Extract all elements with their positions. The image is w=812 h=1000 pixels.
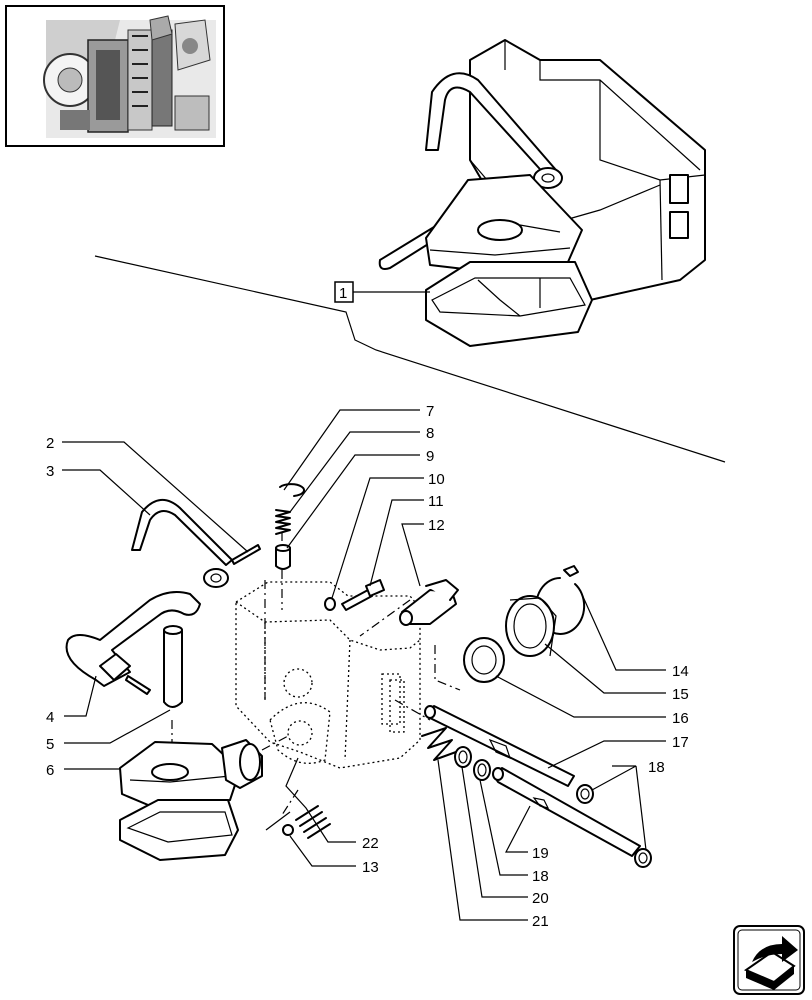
callout-16: 16 xyxy=(672,710,689,727)
callout-6: 6 xyxy=(46,762,54,779)
callout-5: 5 xyxy=(46,736,54,753)
callout-13: 13 xyxy=(362,859,379,876)
callout-2: 2 xyxy=(46,435,54,452)
callout-22: 22 xyxy=(362,835,379,852)
callout-14: 14 xyxy=(672,663,689,680)
callout-8: 8 xyxy=(426,425,434,442)
callout-7: 7 xyxy=(426,403,434,420)
part-8-spring xyxy=(275,509,291,535)
callouts: 7 8 9 10 11 12 2 3 4 5 6 14 15 xyxy=(46,403,689,930)
callout-20: 20 xyxy=(532,890,549,907)
next-page-arrow-icon[interactable] xyxy=(733,925,805,995)
callout-11: 11 xyxy=(428,493,444,510)
assembled-tow-hitch: 1 xyxy=(334,39,706,347)
callout-12: 12 xyxy=(428,517,445,534)
callout-21: 21 xyxy=(532,913,549,930)
callout-9: 9 xyxy=(426,448,434,465)
callout-19: 19 xyxy=(532,845,549,862)
section-separator xyxy=(94,255,726,463)
callout-10: 10 xyxy=(428,471,445,488)
thumbnail-tractor-rear-icon xyxy=(43,15,216,138)
callout-15: 15 xyxy=(672,686,689,703)
callout-3: 3 xyxy=(46,463,54,480)
callout-1: 1 xyxy=(339,285,347,302)
callout-4: 4 xyxy=(46,709,54,726)
callout-17: 17 xyxy=(672,734,689,751)
callout-18-right: 18 xyxy=(648,759,665,776)
exploded-view xyxy=(65,483,652,868)
location-thumbnail[interactable] xyxy=(5,5,225,147)
callout-18-lower: 18 xyxy=(532,868,549,885)
